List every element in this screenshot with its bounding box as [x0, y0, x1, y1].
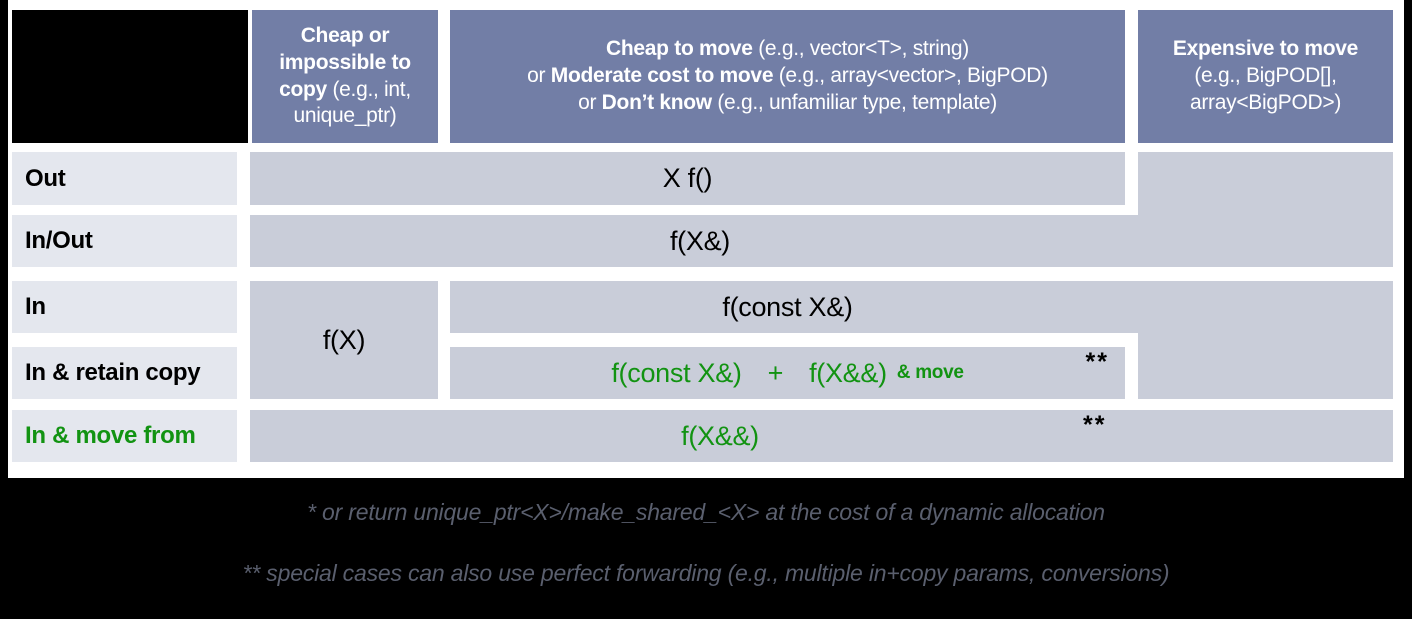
cell-text: X f()	[250, 152, 1125, 205]
code-f-const-xref: f(const X&)	[611, 357, 742, 388]
footer-band	[0, 478, 1412, 619]
cell-inout-ref: f(X&)	[250, 215, 1393, 267]
row-label-out: Out	[12, 152, 237, 205]
column-header-expensive-text: Expensive to move (e.g., BigPOD[], array…	[1146, 36, 1385, 117]
header-bold-text: Cheap or impossible to copy	[279, 23, 411, 101]
header-or-text: or	[527, 64, 551, 88]
row-label-in-move-from: In & move from	[12, 410, 237, 462]
double-asterisk-note: **	[1085, 348, 1109, 376]
cell-out-return-by-value: X f()	[250, 152, 1125, 205]
code-f-rvalue-ref: f(X&&)	[681, 420, 759, 451]
header-example-text: (e.g., array<vector>, BigPOD)	[773, 64, 1048, 88]
row-label-in: In	[12, 281, 237, 333]
column-header-cheap-copy-text: Cheap or impossible to copy (e.g., int, …	[258, 23, 432, 131]
header-bold-text: Moderate cost to move	[550, 64, 774, 88]
cell-in-const-ref: f(const X&)	[450, 281, 1393, 333]
code-f-rvalue-ref: f(X&&)	[809, 357, 887, 388]
cell-text: f(const X&) + f(X&&) & move	[450, 347, 1125, 399]
header-line-3: or Don’t know (e.g., unfamiliar type, te…	[578, 90, 997, 117]
row-label-in-out: In/Out	[12, 215, 237, 267]
cell-in-retain-copy-overloads: f(const X&) + f(X&&) & move **	[450, 347, 1125, 399]
code-x-f: X f()	[662, 163, 713, 193]
column-header-expensive-to-move: Expensive to move (e.g., BigPOD[], array…	[1138, 10, 1393, 143]
footnote-dynamic-allocation: * or return unique_ptr<X>/make_shared_<X…	[307, 499, 1105, 525]
column-header-cheap-copy: Cheap or impossible to copy (e.g., int, …	[252, 10, 438, 143]
cell-expensive-out-extension	[1138, 152, 1393, 220]
column-header-cheap-to-move: Cheap to move (e.g., vector<T>, string) …	[450, 10, 1125, 143]
header-bold-text: Cheap to move	[606, 37, 753, 61]
header-bold-text: Expensive to move	[1172, 37, 1359, 61]
cell-text: f(X&)	[250, 215, 1150, 267]
corner-cell	[12, 10, 248, 143]
header-line-1: Cheap to move (e.g., vector<T>, string)	[606, 36, 969, 63]
footnote-perfect-forwarding: ** special cases can also use perfect fo…	[242, 560, 1170, 586]
code-f-xref: f(X&)	[669, 225, 730, 256]
cell-in-by-value: f(X)	[250, 281, 438, 399]
double-asterisk-note: **	[1083, 411, 1107, 439]
row-label-text: Out	[25, 164, 66, 192]
cell-text: f(X&&)	[250, 410, 1190, 462]
plus-sign: +	[767, 357, 784, 388]
cell-text: f(const X&)	[450, 281, 1125, 333]
and-move-text: & move	[896, 362, 964, 383]
row-label-text: In	[25, 293, 46, 320]
header-example-text: (e.g., unfamiliar type, template)	[711, 90, 997, 114]
code-f-x: f(X)	[322, 324, 366, 355]
header-or-text: or	[578, 90, 602, 114]
row-label-text: In/Out	[25, 227, 93, 254]
row-label-text: In & retain copy	[25, 359, 201, 386]
row-label-text: In & move from	[25, 422, 196, 449]
cell-expensive-in-extension	[1138, 330, 1393, 399]
header-example-text: (e.g., vector<T>, string)	[752, 37, 969, 61]
header-bold-text: Don’t know	[601, 90, 712, 114]
header-line-2: or Moderate cost to move (e.g., array<ve…	[527, 63, 1048, 90]
header-example-text: (e.g., int, unique_ptr)	[293, 77, 412, 128]
code-f-const-xref: f(const X&)	[722, 291, 853, 322]
cell-in-move-from: f(X&&) **	[250, 410, 1393, 462]
row-label-in-retain-copy: In & retain copy	[12, 347, 237, 399]
header-example-text: (e.g., BigPOD[], array<BigPOD>)	[1189, 64, 1342, 114]
